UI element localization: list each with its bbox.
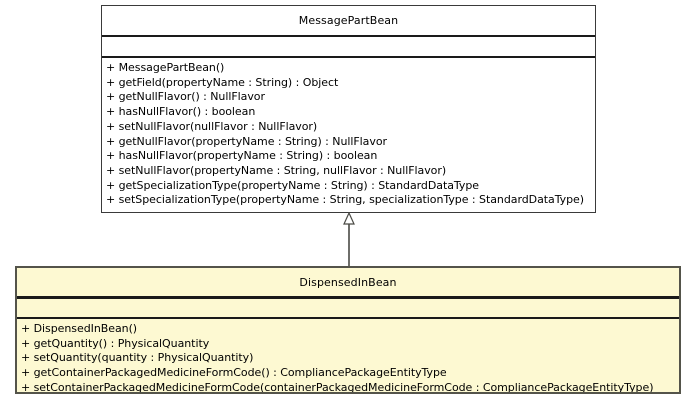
class-operations-compartment: + MessagePartBean() + getField(propertyN…	[102, 58, 595, 212]
hollow-triangle-icon	[343, 212, 355, 225]
class-title-compartment: DispensedInBean	[17, 268, 679, 299]
class-name-label: DispensedInBean	[299, 275, 397, 289]
operation-line: + MessagePartBean()	[106, 61, 225, 74]
class-attributes-compartment	[17, 299, 679, 319]
class-name-label: MessagePartBean	[298, 14, 399, 27]
class-attributes-compartment	[102, 37, 595, 58]
operation-line: + hasNullFlavor(propertyName : String) :…	[106, 149, 378, 163]
class-operations-compartment: + DispensedInBean() + getQuantity() : Ph…	[17, 319, 679, 392]
operation-line: + getNullFlavor() : NullFlavor	[106, 90, 265, 104]
operation-line: + setNullFlavor(propertyName : String, n…	[106, 163, 447, 177]
operation-line: + hasNullFlavor() : boolean	[106, 105, 256, 119]
operation-line: + getNullFlavor(propertyName : String) :…	[106, 134, 387, 148]
operation-line: + setNullFlavor(nullFlavor : NullFlavor)	[106, 119, 318, 133]
operation-line: + getSpecializationType(propertyName : S…	[106, 178, 479, 192]
operation-line: + getField(propertyName : String) : Obje…	[106, 75, 339, 89]
operation-line: + setSpecializationType(propertyName : S…	[106, 193, 585, 207]
class-title-compartment: MessagePartBean	[102, 6, 595, 37]
operation-line: + setQuantity(quantity : PhysicalQuantit…	[21, 351, 254, 365]
uml-class-messagepartbean[interactable]: MessagePartBean + MessagePartBean() + ge…	[101, 5, 596, 213]
generalization-connector	[343, 212, 355, 268]
operation-line: + setContainerPackagedMedicineFormCode(c…	[21, 380, 654, 392]
operation-line: + DispensedInBean()	[21, 322, 138, 335]
operation-line: + getContainerPackagedMedicineFormCode()…	[21, 366, 447, 380]
operation-line: + getQuantity() : PhysicalQuantity	[21, 336, 210, 350]
uml-class-dispensedinbean[interactable]: DispensedInBean + DispensedInBean() + ge…	[15, 266, 681, 394]
